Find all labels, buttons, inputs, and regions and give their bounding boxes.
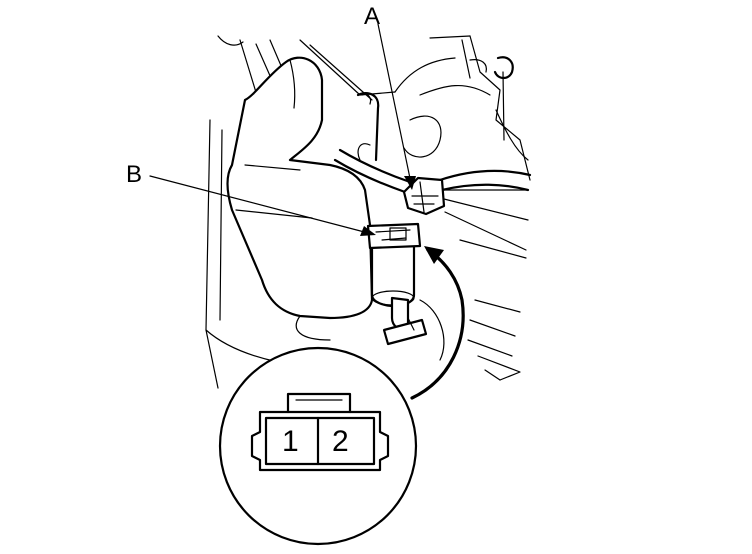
wire-harness	[333, 143, 532, 194]
label-a: A	[364, 3, 380, 30]
leader-lines	[149, 23, 416, 236]
connector-b	[366, 222, 422, 250]
label-b: B	[126, 161, 142, 188]
pin-1-label: 1	[282, 425, 299, 458]
washer-motor	[370, 230, 428, 346]
body-panel	[205, 35, 531, 389]
washer-reservoir	[226, 56, 380, 341]
pin-2-label: 2	[332, 425, 349, 458]
connector-a	[402, 176, 446, 216]
callout-arrow	[410, 246, 465, 400]
connector-detail-view	[218, 346, 418, 546]
